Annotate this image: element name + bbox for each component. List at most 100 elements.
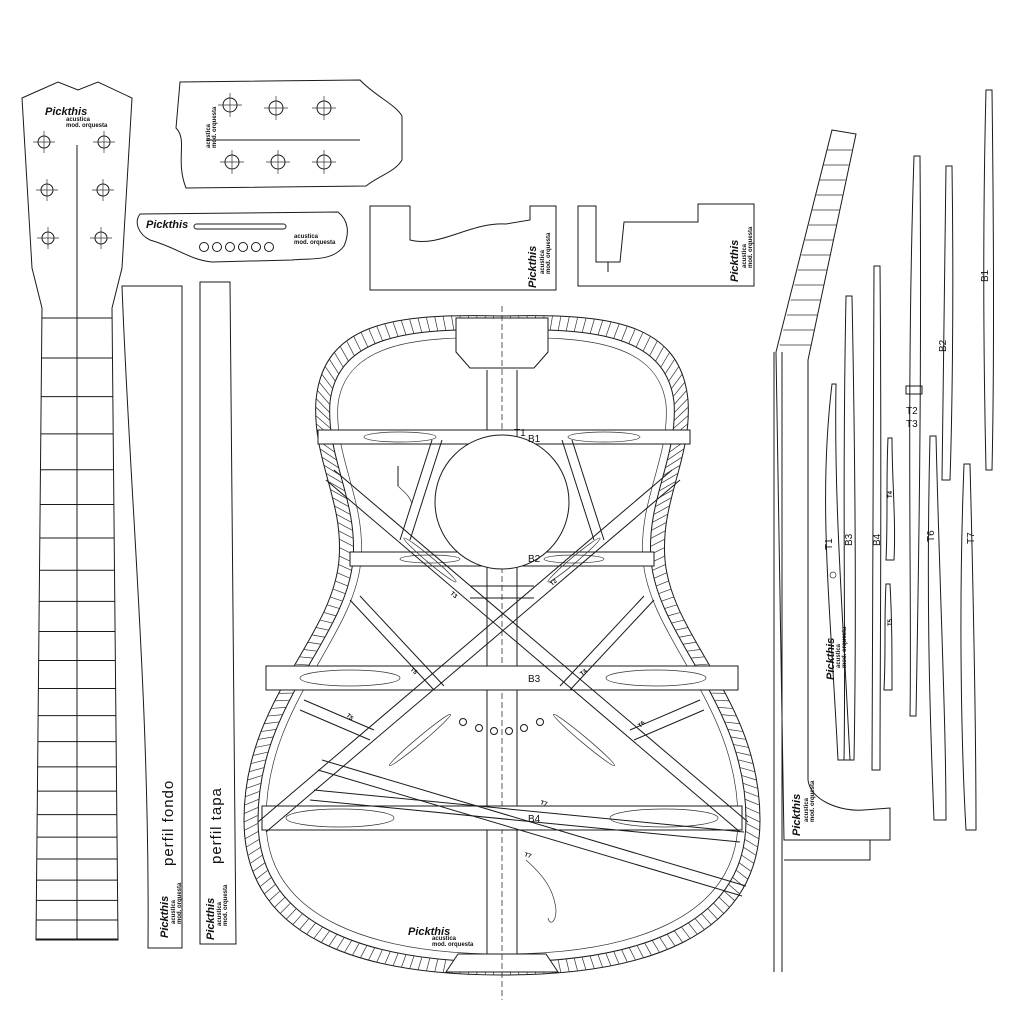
kerf-tick bbox=[267, 714, 283, 717]
kerf-tick bbox=[636, 945, 644, 958]
kerf-tick bbox=[613, 951, 620, 965]
kerf-tick bbox=[330, 489, 348, 500]
kerf-tick bbox=[642, 336, 651, 352]
kerf-tick bbox=[733, 744, 749, 748]
kerf-tick bbox=[721, 714, 737, 717]
kerf-tick bbox=[673, 390, 687, 405]
plate-brand-1: acustica bbox=[206, 123, 212, 148]
kerf-tick bbox=[248, 767, 265, 773]
body-label-T3: T3 bbox=[449, 591, 459, 601]
kerf-tick bbox=[727, 729, 744, 732]
kerf-tick bbox=[334, 505, 351, 515]
block1-brand-2: mod. orquesta bbox=[546, 232, 552, 274]
kerf-tick bbox=[673, 406, 689, 421]
kerf-tick bbox=[279, 902, 291, 914]
neck-template: Pickthis acustica mod. orquesta bbox=[21, 81, 133, 941]
kerf-tick bbox=[274, 896, 286, 908]
kerf-tick bbox=[313, 926, 323, 939]
kerf-tick bbox=[628, 328, 636, 344]
tpl-brand-1a: acustica bbox=[836, 643, 842, 668]
kerf-tick bbox=[336, 513, 352, 523]
bridge-pin-holes bbox=[459, 718, 544, 735]
kerf-tick bbox=[384, 951, 391, 965]
kerf-tick bbox=[425, 317, 431, 332]
kerf-tick bbox=[268, 890, 281, 902]
kerfing-lining bbox=[243, 315, 761, 975]
kerf-tick bbox=[368, 947, 376, 961]
kerf-tick bbox=[264, 883, 276, 895]
kerf-tick bbox=[650, 530, 666, 539]
kerf-tick bbox=[368, 328, 376, 344]
brand-line2: mod. orquesta bbox=[66, 123, 108, 129]
kerf-tick bbox=[323, 612, 337, 617]
kerf-tick bbox=[682, 641, 697, 645]
kerf-tick bbox=[741, 775, 757, 781]
kerf-tick bbox=[400, 320, 407, 335]
body-label-B3: B3 bbox=[528, 674, 541, 685]
kerf-tick bbox=[717, 707, 733, 709]
tpl-label-T6: T6 bbox=[926, 530, 937, 542]
bridge-logo: Pickthis bbox=[146, 219, 188, 231]
kerf-tick bbox=[335, 580, 349, 587]
kerf-tick bbox=[661, 596, 674, 602]
kerf-tick bbox=[597, 954, 603, 968]
kerf-tick bbox=[742, 782, 759, 789]
kerf-tick bbox=[672, 381, 686, 397]
kerf-tick bbox=[321, 373, 333, 389]
kerf-tick bbox=[315, 398, 330, 413]
kerf-tick bbox=[745, 814, 761, 823]
kerf-tick bbox=[244, 831, 259, 840]
kerf-tick bbox=[675, 627, 689, 631]
tpl-brand-1b: mod. orquesta bbox=[842, 626, 848, 668]
kerf-tick bbox=[332, 588, 346, 595]
tpl-label-B1: B1 bbox=[980, 269, 991, 282]
kerf-tick bbox=[417, 956, 423, 970]
top-brand-1: acustica bbox=[217, 901, 223, 926]
kerf-tick bbox=[655, 346, 665, 362]
body-label-T4: T4 bbox=[579, 668, 589, 678]
kerf-tick bbox=[247, 775, 263, 781]
kerf-tick bbox=[329, 358, 340, 375]
kerf-tick bbox=[652, 513, 668, 523]
block1-logo: Pickthis bbox=[527, 246, 539, 288]
kerf-tick bbox=[332, 497, 349, 507]
kerf-tick bbox=[328, 933, 338, 947]
kerf-tick bbox=[255, 869, 269, 880]
kerf-tick bbox=[744, 790, 760, 798]
perfil-tapa-label: perfil tapa bbox=[208, 787, 225, 864]
kerf-tick bbox=[743, 846, 757, 856]
tpl-label-B4: B4 bbox=[872, 533, 883, 546]
brand-logo: Pickthis bbox=[45, 106, 87, 118]
kerf-tick bbox=[681, 926, 691, 939]
bridge-pin bbox=[225, 242, 235, 252]
kerf-tick bbox=[665, 456, 683, 469]
kerf-tick bbox=[307, 641, 322, 645]
kerf-tick bbox=[434, 958, 439, 972]
fret-lines bbox=[36, 357, 118, 940]
kerf-tick bbox=[738, 862, 752, 872]
bridge-brand-2: mod. orquesta bbox=[294, 240, 336, 246]
body-label-B2: B2 bbox=[528, 554, 541, 565]
kerf-tick bbox=[707, 908, 718, 920]
kerf-tick bbox=[344, 940, 353, 953]
kerf-tick bbox=[338, 530, 354, 539]
kerf-tick bbox=[655, 580, 669, 587]
kerf-tick bbox=[690, 656, 705, 659]
bridge-pin bbox=[264, 242, 274, 252]
bridge-template: Pickthis acustica mod. orquesta bbox=[136, 211, 348, 263]
body-label-T2: T2 bbox=[549, 578, 559, 588]
kerf-tick bbox=[330, 596, 343, 602]
kerf-tick bbox=[255, 744, 271, 748]
kerf-tick bbox=[678, 634, 693, 638]
tpl-label-T7: T7 bbox=[966, 532, 977, 544]
kerf-tick bbox=[667, 448, 685, 461]
kerf-tick bbox=[360, 332, 369, 348]
profile-top: perfil tapa Pickthis acustica mod. orque… bbox=[199, 281, 237, 945]
block2-brand-1: acustica bbox=[742, 243, 748, 268]
kerf-tick bbox=[660, 473, 679, 484]
kerf-tick bbox=[651, 522, 667, 531]
kerf-tick bbox=[658, 481, 676, 492]
kerf-tick bbox=[334, 352, 344, 368]
kerf-tick bbox=[318, 381, 332, 397]
block1-brand-1: acustica bbox=[540, 249, 546, 274]
